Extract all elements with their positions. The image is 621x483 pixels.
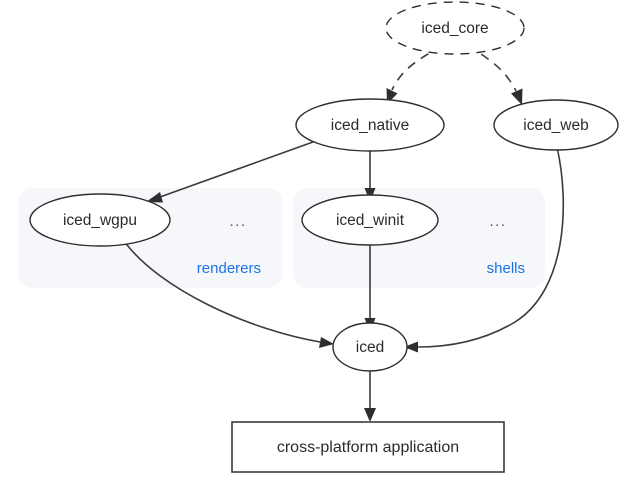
node-cross-platform-application-shape[interactable]: [231, 421, 505, 473]
node-iced-core[interactable]: iced_core: [385, 1, 525, 55]
edge-iced-core-to-iced-web-arrowhead: [511, 88, 523, 105]
node-iced-wgpu[interactable]: iced_wgpu: [29, 193, 171, 247]
node-iced-web-label: iced_web: [523, 117, 589, 134]
edge-iced-web-to-iced: [404, 146, 565, 353]
node-cross-platform-application[interactable]: cross-platform application: [231, 421, 505, 473]
node-iced-shape[interactable]: [332, 322, 408, 372]
edge-iced-web-to-iced-line: [417, 146, 565, 348]
edge-iced-native-to-iced-wgpu-line: [159, 141, 314, 198]
edge-iced-wgpu-to-iced: [123, 240, 334, 348]
node-iced-winit-shape[interactable]: [301, 194, 439, 246]
edge-iced-wgpu-to-iced-arrowhead: [319, 337, 334, 348]
edge-iced-native-to-iced-wgpu: [146, 141, 314, 203]
node-iced-core-shape[interactable]: [385, 1, 525, 55]
node-iced[interactable]: iced: [332, 322, 408, 372]
edge-iced-native-to-iced-wgpu-arrowhead: [146, 192, 163, 203]
node-iced-core-label: iced_core: [421, 20, 488, 37]
node-iced-native-label: iced_native: [331, 117, 409, 134]
node-iced-web[interactable]: iced_web: [493, 99, 619, 151]
node-iced-label: iced: [356, 339, 384, 356]
node-iced-winit[interactable]: iced_winit: [301, 194, 439, 246]
edge-iced-to-application-arrowhead: [364, 408, 376, 422]
cluster-renderers-ellipsis: ...: [229, 213, 246, 230]
node-iced-web-shape[interactable]: [493, 99, 619, 151]
node-iced-native-shape[interactable]: [295, 98, 445, 152]
edge-iced-to-application: [364, 370, 376, 422]
node-iced-winit-label: iced_winit: [336, 212, 405, 229]
edge-iced-web-to-iced-arrowhead: [404, 341, 418, 353]
node-iced-wgpu-label: iced_wgpu: [63, 212, 137, 229]
node-cross-platform-application-label: cross-platform application: [277, 439, 459, 456]
cluster-shells-label: shells: [487, 260, 525, 277]
cluster-shells-ellipsis: ...: [489, 213, 506, 230]
node-iced-wgpu-shape[interactable]: [29, 193, 171, 247]
cluster-renderers-label: renderers: [197, 260, 261, 277]
node-iced-native[interactable]: iced_native: [295, 98, 445, 152]
edge-iced-wgpu-to-iced-line: [123, 240, 321, 343]
